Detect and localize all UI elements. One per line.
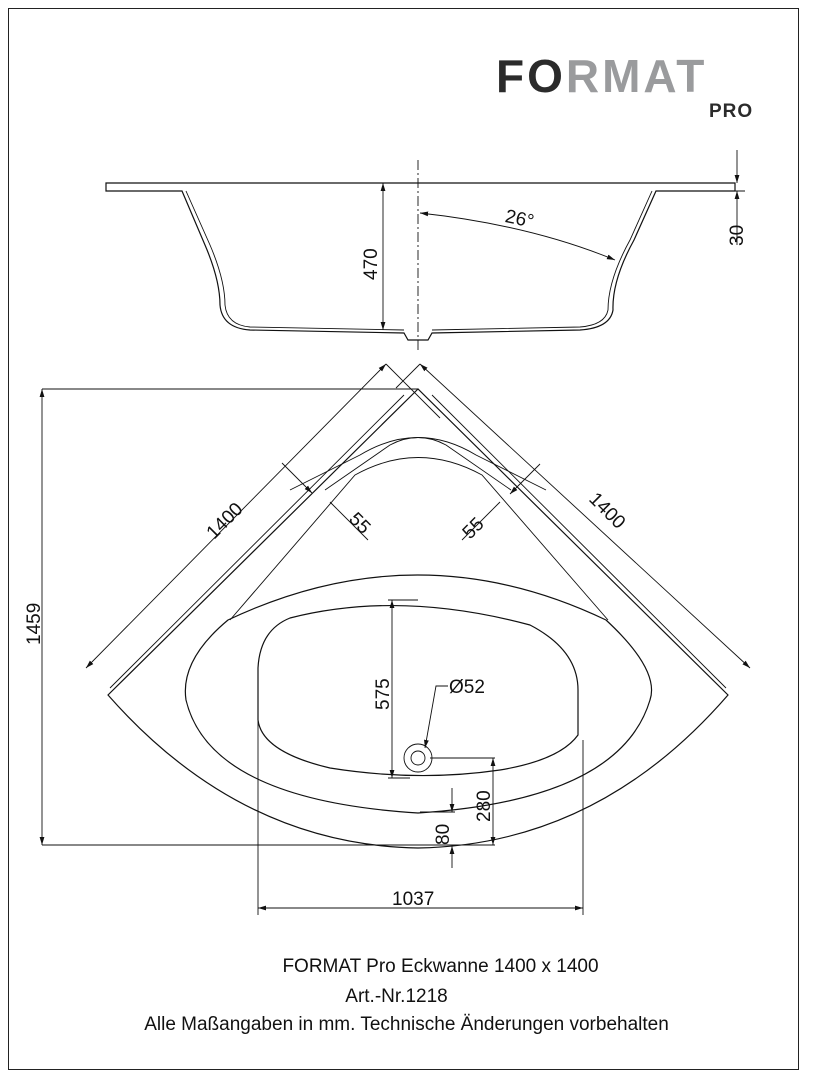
caption-note: Alle Maßangaben in mm. Technische Änderu… (144, 1014, 669, 1035)
drawing-frame (8, 8, 799, 1070)
depth-470-label: 470 (361, 248, 382, 280)
side-view: 470 26° 30 (105, 150, 748, 350)
rim-height-label: 30 (727, 225, 748, 246)
side-left-label: 1400 (203, 499, 248, 544)
drain-label: Ø52 (449, 677, 485, 698)
side-right-label: 1400 (584, 489, 629, 534)
format-pro-logo: FORMAT PRO (496, 50, 753, 122)
total-depth-label: 1459 (24, 603, 45, 645)
angle-label: 26° (503, 206, 535, 233)
rim-left-label: 55 (344, 509, 374, 539)
basin-length-label: 575 (373, 678, 394, 710)
plan-view: 1400 1400 55 55 1459 575 Ø52 280 80 (24, 363, 751, 915)
width-label: 1037 (392, 889, 434, 910)
caption-article: Art.-Nr.1218 (345, 986, 448, 1007)
svg-text:FORMAT: FORMAT (496, 50, 707, 102)
front-rim-label: 80 (433, 824, 454, 845)
svg-text:PRO: PRO (709, 101, 753, 122)
caption-title: FORMAT Pro Eckwanne 1400 x 1400 (282, 956, 599, 977)
drain-offset-label: 280 (474, 790, 495, 822)
